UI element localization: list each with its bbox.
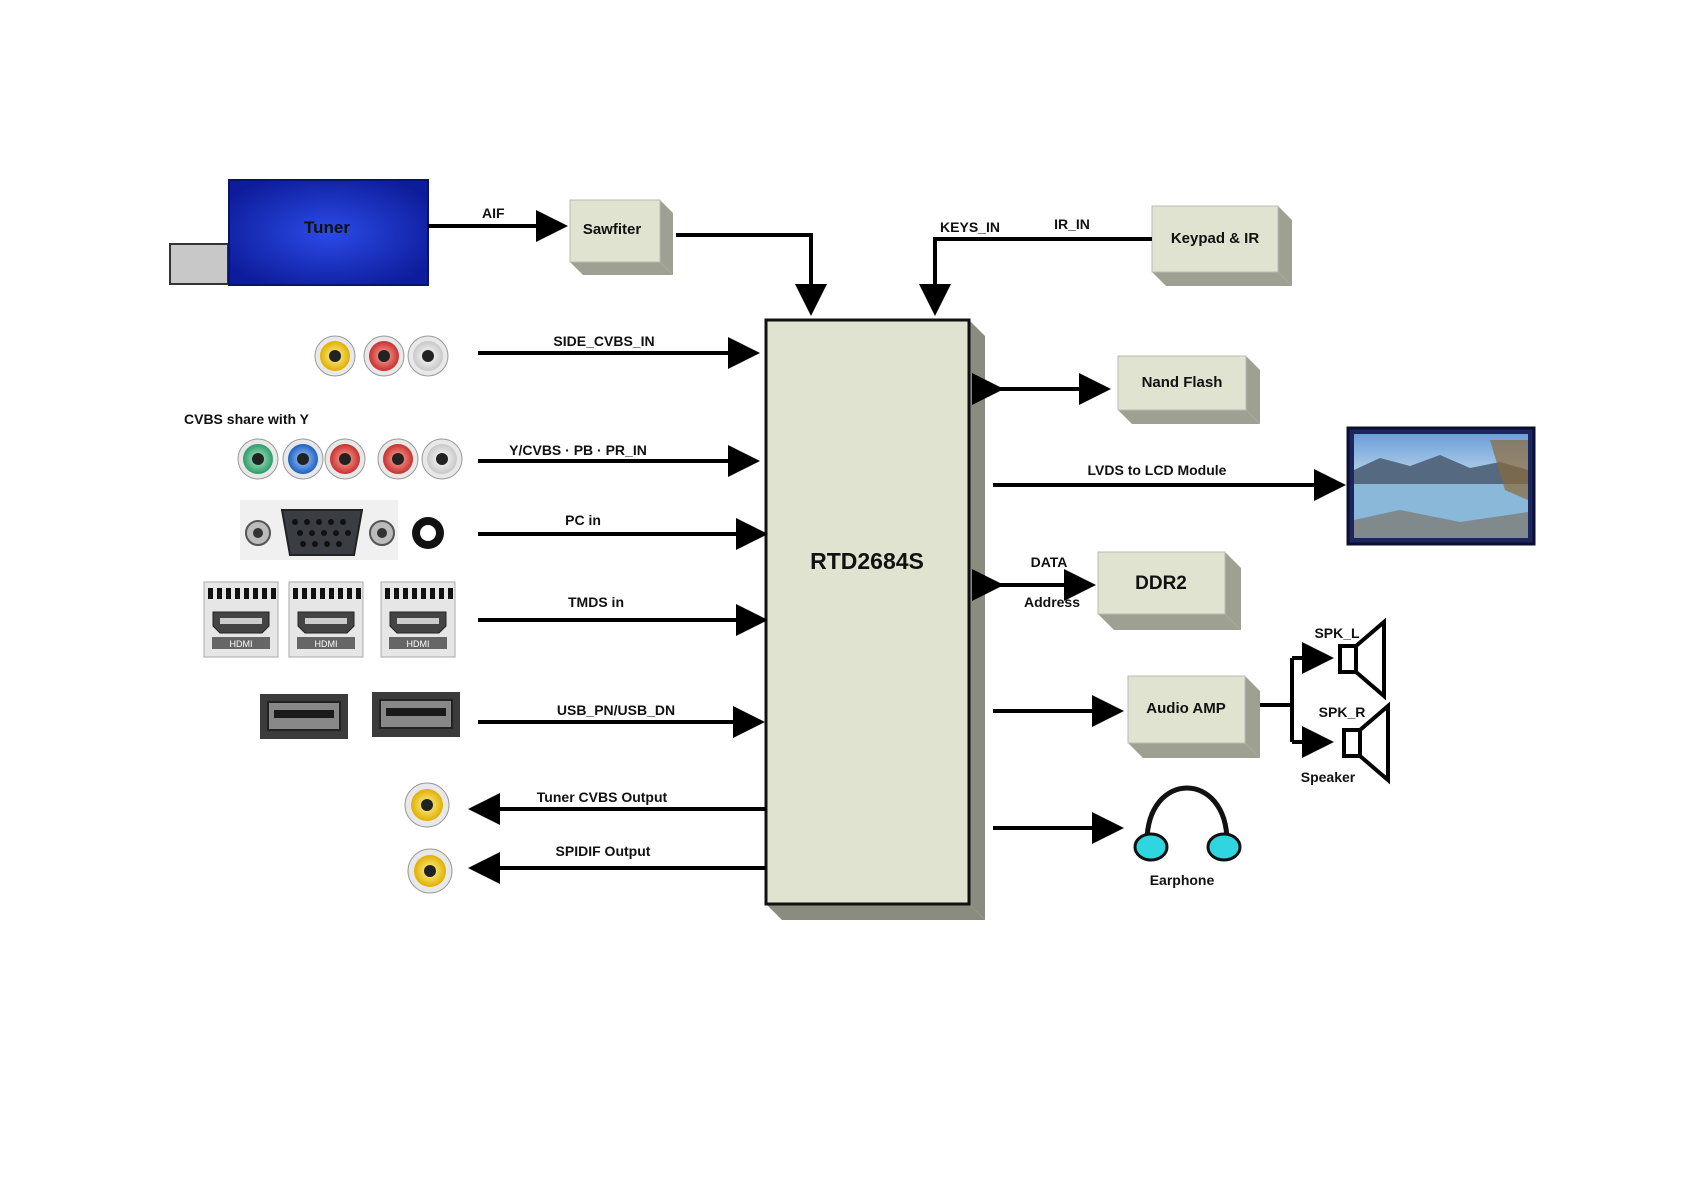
aif-label: AIF [482,205,505,221]
spk-r-label: SPK_R [1319,704,1366,720]
main-chip-block: RTD2684S [766,320,985,920]
hdmi-ports: HDMI HDMI HDMI [204,582,455,657]
ypbpr-connectors [238,439,462,479]
usb-ports [260,692,460,739]
nand-flash-block: Nand Flash [1118,356,1260,424]
tuner-connector [170,244,228,284]
ddr-data-label: DATA [1031,554,1068,570]
pc-in-connectors [240,500,444,560]
ypbpr-label: Y/CVBS · PB · PR_IN [509,442,647,458]
usb-label: USB_PN/USB_DN [557,702,675,718]
sawfilter-label: Sawfiter [583,221,642,238]
spk-l-label: SPK_L [1314,625,1360,641]
ddr2-block: DDR2 [1098,552,1241,630]
hdmi-port-2: HDMI [289,582,363,657]
keypad-ir-block: Keypad & IR [1152,206,1292,286]
hdmi-port-1-label: HDMI [230,639,253,649]
spdif-out-connector [408,849,452,893]
earphone-label: Earphone [1150,872,1215,888]
ir-in-label: IR_IN [1054,216,1090,232]
tuner-label: Tuner [304,218,350,237]
chip-label: RTD2684S [810,548,924,574]
tuner-cvbs-out-label: Tuner CVBS Output [537,789,668,805]
usb-port-1 [260,694,348,739]
hdmi-port-3-label: HDMI [407,639,430,649]
ddr-address-label: Address [1024,594,1080,610]
tmds-in-label: TMDS in [568,594,624,610]
hdmi-port-1: HDMI [204,582,278,657]
speaker-caption: Speaker [1301,769,1356,785]
nand-flash-label: Nand Flash [1142,374,1223,391]
tuner-block: Tuner [170,180,428,285]
keys-in-label: KEYS_IN [940,219,1000,235]
pc-in-label: PC in [565,512,601,528]
lvds-label: LVDS to LCD Module [1088,462,1227,478]
lcd-module-image [1348,428,1534,544]
audio-amp-label: Audio AMP [1146,700,1225,717]
sawfilter-to-chip-arrow [676,235,811,312]
hdmi-port-2-label: HDMI [315,639,338,649]
tuner-cvbs-out-connector [405,783,449,827]
usb-port-2 [372,692,460,737]
keypad-ir-label: Keypad & IR [1171,230,1260,247]
side-cvbs-connectors [315,336,448,376]
speaker-wiring [1260,658,1330,742]
sawfilter-block: Sawfiter [570,200,673,275]
cvbs-share-note: CVBS share with Y [184,411,310,427]
earphone-icon [1135,788,1240,860]
keypad-to-chip-arrow [935,239,1152,312]
ddr2-label: DDR2 [1135,573,1187,594]
hdmi-port-3: HDMI [381,582,455,657]
spdif-out-label: SPIDIF Output [556,843,651,859]
side-cvbs-label: SIDE_CVBS_IN [553,333,654,349]
audio-amp-block: Audio AMP [1128,676,1260,758]
